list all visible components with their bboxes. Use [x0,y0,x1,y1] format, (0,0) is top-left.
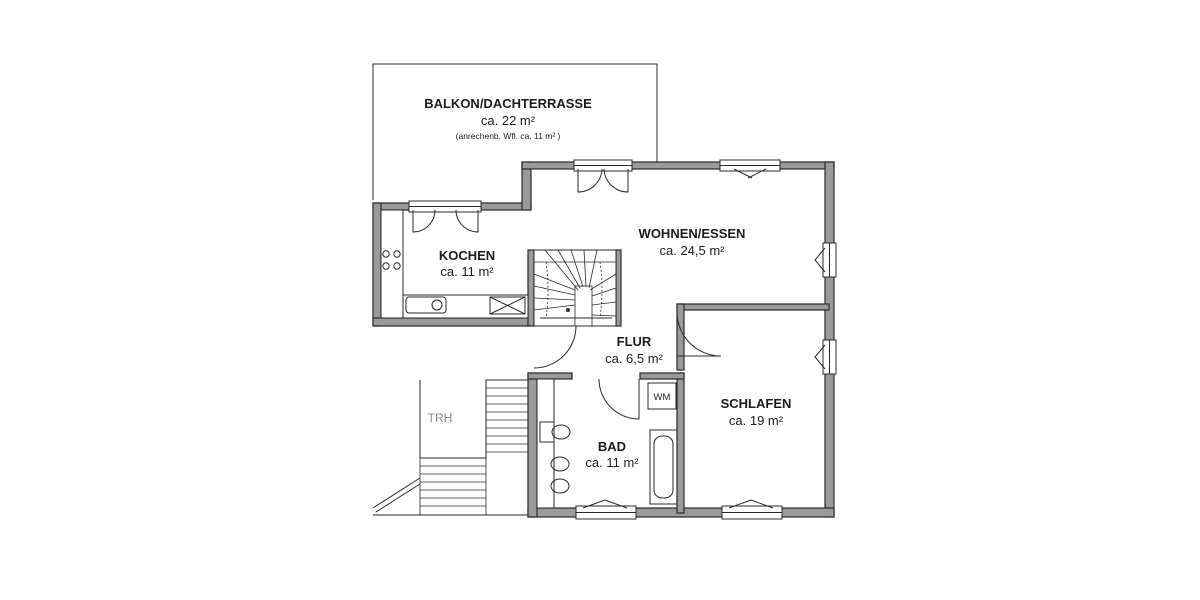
room-area-kochen: ca. 11 m² [440,264,494,279]
room-name-schlafen: SCHLAFEN [721,396,792,411]
door-kitchen [533,325,577,369]
room-name-kochen: KOCHEN [439,248,495,263]
room-kochen: KOCHEN ca. 11 m² [439,248,495,279]
wall-bedroom-left-upper [676,303,685,371]
window-swing-2 [814,247,826,273]
door-bath [598,378,640,420]
doors [412,168,826,509]
window-swing-1 [733,168,753,179]
trh-label: TRH [428,411,453,425]
wall-living-top [521,161,835,170]
room-area-balkon: ca. 22 m² [481,113,536,128]
door-balcony-kitchen [412,209,479,233]
room-note-balkon: (anrechenb. Wfl. ca. 11 m² ) [456,131,561,141]
washing-machine: WM [647,382,677,410]
stove-icon [382,250,401,270]
room-wohnen: WOHNEN/ESSEN ca. 24,5 m² [639,226,746,258]
room-bad: BAD ca. 11 m² [585,439,639,470]
door-bedroom [676,311,722,357]
wall-kitchen-left [372,202,382,327]
wall-bath-left [527,372,538,518]
staircase [533,249,617,327]
room-area-schlafen: ca. 19 m² [729,413,784,428]
bathtub-icon [649,429,678,505]
room-flur: FLUR ca. 6,5 m² [605,334,663,366]
room-area-flur: ca. 6,5 m² [605,351,663,366]
wall-bedroom-left-lower [676,372,685,514]
wm-label: WM [654,392,671,403]
room-name-wohnen: WOHNEN/ESSEN [639,226,746,241]
wall-stair-left [527,249,535,327]
room-balkon: BALKON/DACHTERRASSE ca. 22 m² (anrechenb… [424,96,592,141]
kitchen-counter-left [380,209,404,319]
wall-bath-top-left [527,372,573,380]
room-name-balkon: BALKON/DACHTERRASSE [424,96,592,111]
room-labels: BALKON/DACHTERRASSE ca. 22 m² (anrechenb… [424,96,791,470]
window-swing-4 [582,499,628,509]
toilet-icon [539,421,571,443]
bath-fixtures: WM [536,378,678,509]
room-area-wohnen: ca. 24,5 m² [659,243,725,258]
balcony [372,63,658,200]
window-swing-3 [814,344,826,370]
room-schlafen: SCHLAFEN ca. 19 m² [721,396,792,428]
room-area-bad: ca. 11 m² [585,455,639,470]
wall-stair-right [615,249,622,327]
door-balcony-living [577,168,629,193]
wall-bath-top-right [639,372,685,380]
window-swing-5 [728,499,774,509]
room-name-bad: BAD [598,439,626,454]
washbasin-icon [550,456,570,494]
kitchen-fixtures [380,209,529,319]
wall-kitchen-bottom [372,317,535,327]
balcony-outline [372,63,658,200]
sink-icon [405,296,447,314]
exterior-stair: TRH [372,379,528,516]
dishwasher [489,296,526,315]
windows [408,159,837,520]
wall-bedroom-top [676,303,830,311]
room-name-flur: FLUR [617,334,652,349]
